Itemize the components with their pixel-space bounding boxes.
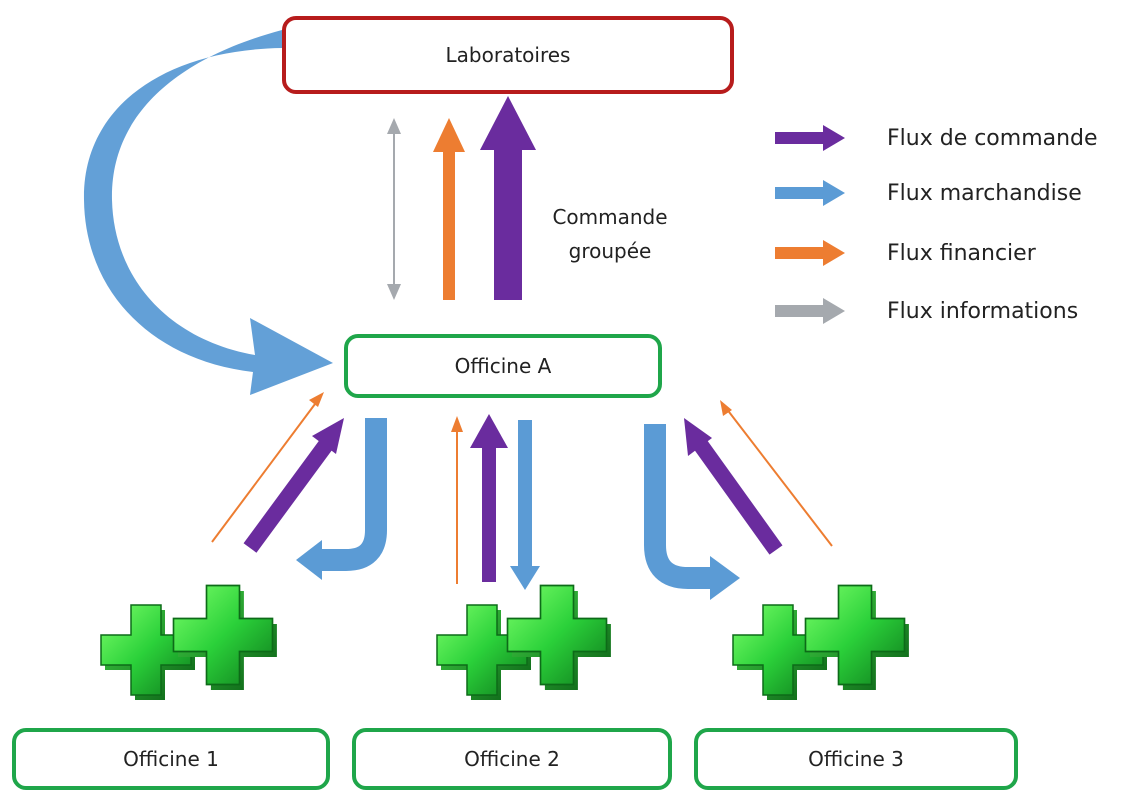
financier-arrow-1 xyxy=(211,392,324,543)
legend-arrow-icon xyxy=(775,180,845,206)
commande-groupee-annotation: Commande groupée xyxy=(540,200,680,268)
curved-marchandise-arrow xyxy=(83,30,333,395)
legend-item-commande: Flux de commande xyxy=(775,125,1098,151)
marchandise-arrow-3 xyxy=(644,424,740,600)
legend-label: Flux informations xyxy=(887,298,1079,324)
node-laboratoires-label: Laboratoires xyxy=(445,43,571,67)
node-officine-a-label: Officine A xyxy=(454,354,552,378)
commande-arrow-1 xyxy=(243,418,344,553)
node-officine-2: Officine 2 xyxy=(352,728,672,790)
node-laboratoires: Laboratoires xyxy=(282,16,734,94)
legend-arrow-icon xyxy=(775,240,845,266)
legend-label: Flux marchandise xyxy=(887,180,1082,206)
commande-arrow-2 xyxy=(470,414,508,582)
commande-arrow-3 xyxy=(684,418,783,555)
financier-arrow-up-main xyxy=(433,118,465,300)
node-officine-a: Officine A xyxy=(344,334,662,398)
node-officine-1: Officine 1 xyxy=(12,728,330,790)
marchandise-arrow-1 xyxy=(296,418,387,580)
legend-item-financier: Flux financier xyxy=(775,240,1036,266)
annotation-line-1: Commande xyxy=(552,205,668,229)
pharmacy-cross-icon xyxy=(732,584,910,700)
commande-arrow-up-main xyxy=(480,96,536,300)
node-officine-3-label: Officine 3 xyxy=(808,747,904,771)
financier-arrow-3 xyxy=(720,400,833,547)
info-double-arrow xyxy=(387,118,401,300)
marchandise-arrow-2 xyxy=(510,420,540,590)
legend-arrow-icon xyxy=(775,298,845,324)
legend-label: Flux de commande xyxy=(887,125,1098,151)
pharmacy-cross-icon xyxy=(100,584,278,700)
node-officine-1-label: Officine 1 xyxy=(123,747,219,771)
legend-label: Flux financier xyxy=(887,240,1036,266)
legend-item-informations: Flux informations xyxy=(775,298,1078,324)
node-officine-3: Officine 3 xyxy=(694,728,1018,790)
legend-arrow-icon xyxy=(775,125,845,151)
legend-item-marchandise: Flux marchandise xyxy=(775,180,1082,206)
financier-arrow-2 xyxy=(451,416,463,584)
pharmacy-cross-icon xyxy=(436,584,612,700)
annotation-line-2: groupée xyxy=(568,239,652,263)
node-officine-2-label: Officine 2 xyxy=(464,747,560,771)
